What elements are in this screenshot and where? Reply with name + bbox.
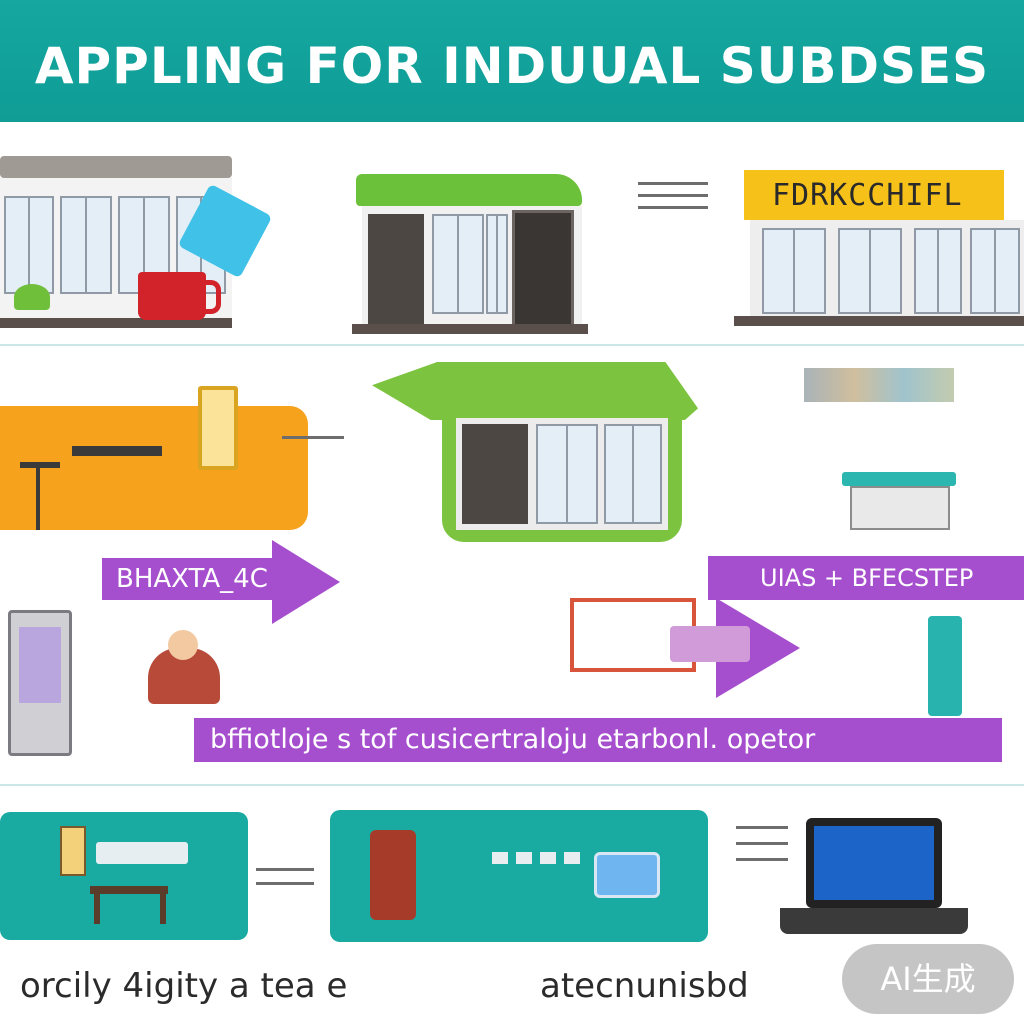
menu-board-icon xyxy=(512,210,574,328)
row-2-illustrations xyxy=(0,350,1024,550)
storefront-center-large xyxy=(372,362,702,542)
banner-wide: bffiotloje s tof cusicertraloju etarbonl… xyxy=(194,718,1002,762)
orange-panel xyxy=(0,406,308,530)
header-banner: APPLING FOR INDUUAL SUBDSES xyxy=(0,0,1024,122)
appliance-icon xyxy=(594,852,660,898)
shop-sign: FDRKCCHIFL xyxy=(744,170,1004,220)
arrow-icon xyxy=(272,540,340,624)
caption-left: orcily 4igity a tea e xyxy=(20,966,348,1006)
machine-icon xyxy=(8,610,72,756)
bench-icon xyxy=(842,472,956,486)
bench-icon xyxy=(90,886,168,894)
banner-right: UIAS + BFECSTEP xyxy=(708,556,1024,600)
storefront-right: FDRKCCHIFL xyxy=(734,170,1024,330)
mug-icon xyxy=(138,272,206,320)
teal-panel-center xyxy=(330,810,708,942)
table-icon xyxy=(72,446,162,456)
banner-left-label: BHAXTA_4C xyxy=(116,564,268,594)
bin-icon xyxy=(928,616,962,716)
banner-right-label: UIAS + BFECSTEP xyxy=(760,564,974,592)
notice-board-icon xyxy=(60,826,86,876)
row-1-illustrations: FDRKCCHIFL xyxy=(0,130,1024,340)
teal-panel-left xyxy=(0,812,248,940)
section-divider xyxy=(0,344,1024,346)
ac-unit-icon xyxy=(96,842,188,864)
caption-right: atecnunisbd xyxy=(540,966,749,1006)
cups-icon xyxy=(492,852,584,864)
plant-icon xyxy=(14,284,50,310)
shop-sign-label: FDRKCCHIFL xyxy=(772,178,963,213)
section-divider xyxy=(0,784,1024,786)
chair-icon xyxy=(370,830,416,920)
storefront-left xyxy=(0,156,273,328)
cityscape-icon xyxy=(804,368,954,402)
page-title: APPLING FOR INDUUAL SUBDSES xyxy=(34,37,990,95)
laptop-icon xyxy=(780,818,968,944)
banner-left: BHAXTA_4C xyxy=(102,558,278,600)
storefront-center xyxy=(352,174,588,334)
easel-icon xyxy=(198,386,238,470)
banner-wide-label: bffiotloje s tof cusicertraloju etarbonl… xyxy=(210,724,816,755)
ai-generated-badge: AI生成 xyxy=(842,944,1014,1014)
